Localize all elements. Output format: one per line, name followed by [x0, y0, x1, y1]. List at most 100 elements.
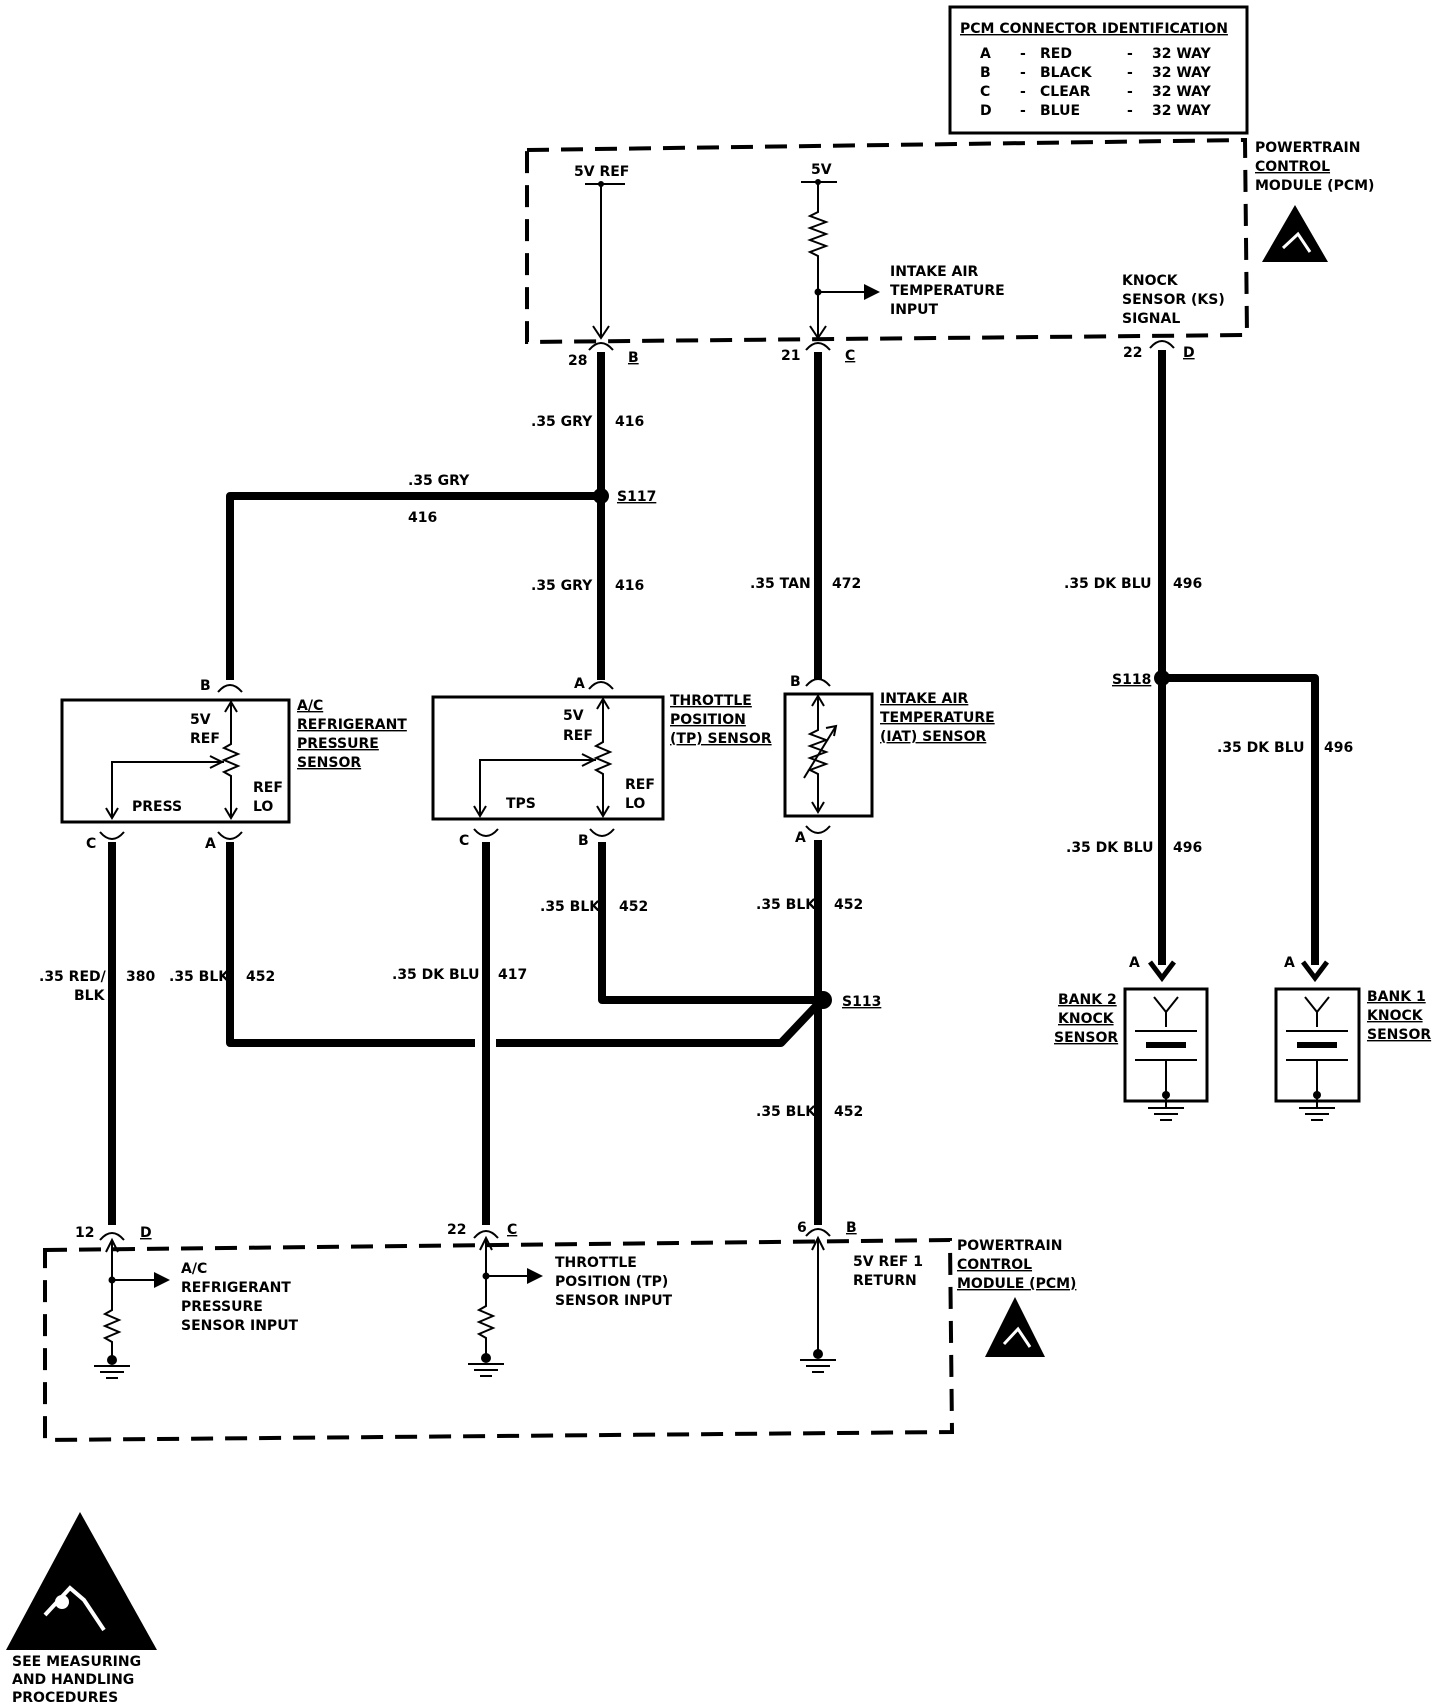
svg-text:.35 DK BLU: .35 DK BLU — [392, 967, 479, 983]
svg-text:POSITION: POSITION — [670, 712, 746, 728]
svg-text:C: C — [845, 348, 855, 364]
svg-text:B: B — [980, 65, 991, 81]
svg-text:5V REF 1: 5V REF 1 — [853, 1254, 923, 1270]
pcm-id-row: C - CLEAR - 32 WAY — [980, 84, 1212, 100]
svg-text:496: 496 — [1173, 576, 1202, 592]
svg-text:12: 12 — [75, 1225, 94, 1241]
throttle-position-sensor: A 5V REF REF LO TPS THROTTLE POSITION (T… — [431, 676, 772, 849]
bank2-knock-sensor: A BANK 2 KNOCK SENSOR — [1054, 955, 1209, 1121]
svg-text:A: A — [205, 836, 216, 852]
svg-text:A: A — [795, 830, 806, 846]
pcm-bottom-module: POWERTRAIN CONTROL MODULE (PCM) 12 D 22 … — [43, 1220, 1076, 1443]
svg-text:.35 GRY: .35 GRY — [531, 578, 593, 594]
svg-text:.35 TAN: .35 TAN — [750, 576, 811, 592]
svg-text:INPUT: INPUT — [890, 302, 939, 318]
splice-s118: S118 — [1112, 672, 1151, 688]
svg-text:(TP) SENSOR: (TP) SENSOR — [670, 731, 772, 747]
svg-text:LO: LO — [253, 799, 273, 815]
svg-text:RED: RED — [1040, 46, 1072, 62]
svg-text:D: D — [140, 1225, 152, 1241]
svg-text:.35 RED/: .35 RED/ — [39, 969, 107, 985]
svg-text:.35 DK BLU: .35 DK BLU — [1066, 840, 1153, 856]
svg-text:REF: REF — [563, 728, 593, 744]
svg-text:-: - — [1127, 46, 1133, 62]
svg-text:REF: REF — [253, 780, 283, 796]
esd-handling-note: SEE MEASURING AND HANDLING PROCEDURES — [6, 1512, 157, 1706]
esd-warning-icon — [1262, 205, 1328, 262]
svg-text:.35 GRY: .35 GRY — [408, 473, 470, 489]
svg-text:SENSOR: SENSOR — [1367, 1027, 1431, 1043]
svg-text:32 WAY: 32 WAY — [1152, 65, 1212, 81]
svg-text:MODULE (PCM): MODULE (PCM) — [1255, 178, 1374, 194]
svg-text:PRESS: PRESS — [132, 799, 182, 815]
wire-452-ac: .35 BLK 452 — [169, 842, 821, 1047]
svg-text:CONTROL: CONTROL — [957, 1257, 1032, 1273]
intake-air-temperature-sensor: B INTAKE AIR TEMPERATURE (IAT) SENSOR A — [783, 674, 995, 846]
svg-text:452: 452 — [619, 899, 648, 915]
svg-text:BLUE: BLUE — [1040, 103, 1080, 119]
svg-text:THROTTLE: THROTTLE — [555, 1255, 637, 1271]
svg-text:SENSOR INPUT: SENSOR INPUT — [181, 1318, 299, 1334]
wire-496: .35 DK BLU 496 S118 .35 DK BLU 496 .35 D… — [1064, 350, 1353, 983]
wire-417: .35 DK BLU 417 — [392, 842, 527, 1225]
svg-text:B: B — [200, 678, 211, 694]
svg-text:A: A — [1129, 955, 1140, 971]
svg-text:32 WAY: 32 WAY — [1152, 84, 1212, 100]
svg-text:TEMPERATURE: TEMPERATURE — [880, 710, 995, 726]
pcm-id-title: PCM CONNECTOR IDENTIFICATION — [960, 21, 1228, 37]
svg-text:28: 28 — [568, 353, 587, 369]
svg-text:REF: REF — [625, 777, 655, 793]
svg-text:416: 416 — [408, 510, 437, 526]
svg-text:SENSOR: SENSOR — [1054, 1030, 1118, 1046]
svg-text:.35 BLK: .35 BLK — [756, 897, 817, 913]
svg-text:496: 496 — [1173, 840, 1202, 856]
svg-text:D: D — [1183, 345, 1195, 361]
svg-text:POWERTRAIN: POWERTRAIN — [1255, 140, 1360, 156]
svg-text:KNOCK: KNOCK — [1122, 273, 1179, 289]
svg-text:B: B — [846, 1220, 857, 1236]
pcm-id-row: B - BLACK - 32 WAY — [980, 65, 1212, 81]
svg-text:416: 416 — [615, 578, 644, 594]
pcm-id-row: A - RED - 32 WAY — [980, 46, 1212, 62]
svg-text:SENSOR INPUT: SENSOR INPUT — [555, 1293, 673, 1309]
svg-text:-: - — [1020, 84, 1026, 100]
svg-text:BLK: BLK — [74, 988, 106, 1004]
ac-refrigerant-pressure-sensor: B 5V REF REF LO PRESS A/C REFRIGERANT PR… — [60, 678, 407, 852]
svg-text:417: 417 — [498, 967, 527, 983]
svg-text:-: - — [1127, 65, 1133, 81]
svg-text:-: - — [1020, 46, 1026, 62]
svg-text:.35 DK BLU: .35 DK BLU — [1217, 740, 1304, 756]
svg-text:BLACK: BLACK — [1040, 65, 1093, 81]
svg-text:32 WAY: 32 WAY — [1152, 46, 1212, 62]
svg-text:6: 6 — [797, 1220, 807, 1236]
pcm-id-row: D - BLUE - 32 WAY — [980, 103, 1212, 119]
svg-text:BANK 2: BANK 2 — [1058, 992, 1117, 1008]
svg-text:496: 496 — [1324, 740, 1353, 756]
svg-text:416: 416 — [615, 414, 644, 430]
pcm-top-module: POWERTRAIN CONTROL MODULE (PCM) 5V REF 5… — [525, 137, 1374, 369]
svg-text:C: C — [507, 1222, 517, 1238]
svg-text:TEMPERATURE: TEMPERATURE — [890, 283, 1005, 299]
svg-text:MODULE (PCM): MODULE (PCM) — [957, 1276, 1076, 1292]
svg-text:452: 452 — [834, 897, 863, 913]
svg-text:452: 452 — [246, 969, 275, 985]
svg-text:-: - — [1127, 84, 1133, 100]
svg-text:INTAKE AIR: INTAKE AIR — [890, 264, 979, 280]
svg-text:PRESSURE: PRESSURE — [297, 736, 379, 752]
wire-472: .35 TAN 472 — [750, 352, 861, 680]
pcm-connector-id-table: PCM CONNECTOR IDENTIFICATION A - RED - 3… — [948, 5, 1249, 135]
wire-452-tp: .35 BLK 452 — [540, 842, 818, 1004]
svg-text:REF: REF — [190, 731, 220, 747]
svg-text:(IAT) SENSOR: (IAT) SENSOR — [880, 729, 987, 745]
svg-text:KNOCK: KNOCK — [1367, 1008, 1424, 1024]
svg-text:-: - — [1020, 65, 1026, 81]
svg-text:SENSOR (KS): SENSOR (KS) — [1122, 292, 1225, 308]
svg-text:21: 21 — [781, 348, 800, 364]
svg-text:PROCEDURES: PROCEDURES — [12, 1690, 118, 1706]
splice-s117: S117 — [617, 489, 656, 505]
svg-text:C: C — [86, 836, 96, 852]
svg-text:B: B — [628, 350, 639, 366]
svg-text:B: B — [578, 833, 589, 849]
svg-text:5V: 5V — [563, 708, 584, 724]
